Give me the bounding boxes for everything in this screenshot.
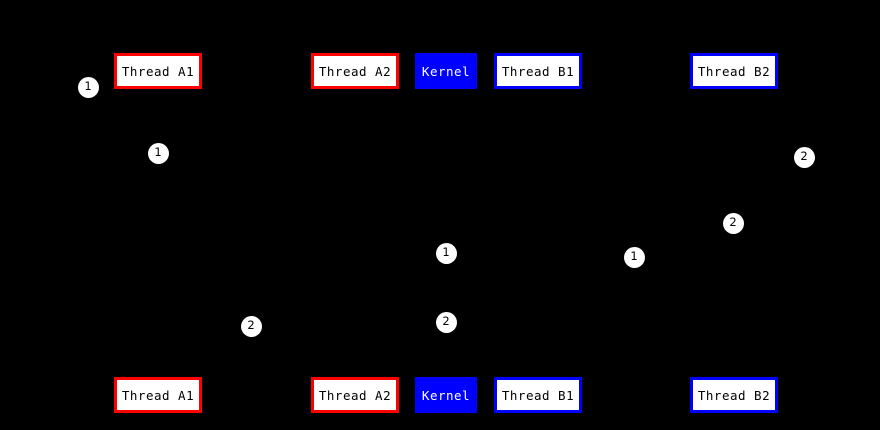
message-marker-number: 1 (154, 145, 162, 160)
participant-footer-kernel[interactable]: Kernel (415, 377, 477, 413)
participant-header-thread-b2[interactable]: Thread B2 (690, 53, 778, 89)
participant-footer-thread-b2[interactable]: Thread B2 (690, 377, 778, 413)
participant-label: Kernel (421, 387, 471, 403)
lifeline-thread-b1 (538, 89, 539, 377)
message-marker-1[interactable]: 1 (435, 242, 457, 264)
participant-label: Kernel (421, 63, 471, 79)
participant-footer-thread-a1[interactable]: Thread A1 (114, 377, 202, 413)
message-marker-2[interactable]: 2 (435, 311, 457, 333)
message-marker-number: 2 (442, 314, 450, 329)
participant-label: Thread B1 (501, 63, 575, 79)
lifeline-kernel (446, 89, 447, 377)
message-marker-1[interactable]: 1 (623, 246, 645, 268)
participant-label: Thread B2 (697, 63, 771, 79)
lifeline-thread-a2 (355, 89, 356, 377)
participant-header-thread-b1[interactable]: Thread B1 (494, 53, 582, 89)
participant-footer-thread-b1[interactable]: Thread B1 (494, 377, 582, 413)
message-marker-number: 2 (729, 215, 737, 230)
message-marker-1[interactable]: 1 (147, 142, 169, 164)
participant-footer-thread-a2[interactable]: Thread A2 (311, 377, 399, 413)
message-marker-number: 2 (800, 149, 808, 164)
message-marker-2[interactable]: 2 (240, 315, 262, 337)
message-marker-number: 2 (247, 318, 255, 333)
message-marker-2[interactable]: 2 (793, 146, 815, 168)
participant-header-thread-a2[interactable]: Thread A2 (311, 53, 399, 89)
participant-header-thread-a1[interactable]: Thread A1 (114, 53, 202, 89)
message-marker-2[interactable]: 2 (722, 212, 744, 234)
participant-header-kernel[interactable]: Kernel (415, 53, 477, 89)
message-marker-1[interactable]: 1 (77, 76, 99, 98)
participant-label: Thread A1 (121, 63, 195, 79)
message-marker-number: 1 (442, 245, 450, 260)
message-marker-number: 1 (630, 249, 638, 264)
message-marker-number: 1 (84, 79, 92, 94)
participant-label: Thread A2 (318, 63, 392, 79)
lifeline-thread-a1 (158, 89, 159, 377)
participant-label: Thread A2 (318, 387, 392, 403)
participant-label: Thread B2 (697, 387, 771, 403)
participant-label: Thread B1 (501, 387, 575, 403)
participant-label: Thread A1 (121, 387, 195, 403)
